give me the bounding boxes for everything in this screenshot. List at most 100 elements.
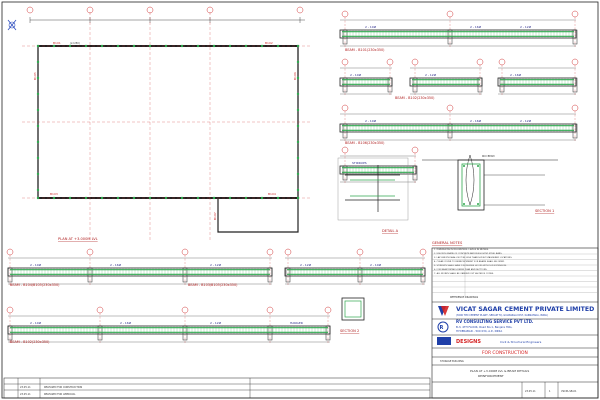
grid-marker [341,104,349,112]
client-logo-icon [438,306,449,316]
column-marker [228,196,232,200]
status-label: FOR CONSTRUCTION [482,350,528,356]
section-1: RCC BEAM SECTION 1 [422,154,558,213]
beam-b1-title: BEAM - B101(230x350) [345,48,385,52]
revision-date-2: 23.05.11 [20,393,31,396]
column-marker [228,44,232,48]
column-marker [180,44,184,48]
column-marker [52,196,56,200]
detail-a: DETAIL A [337,157,409,233]
beam-label-b105: B105 [33,72,37,80]
svg-text:R: R [440,325,444,331]
column-marker [148,44,152,48]
beam-elevation: 2 - 16Ø [497,58,579,96]
bar-label: 2 - 12Ø [425,72,437,77]
column-marker [296,172,300,176]
grid-marker [181,248,189,256]
note-line: 5. STIRRUPS SHALL HAVE 135 DEGREE HOOKS … [434,264,507,267]
bar-label: STIRRUPS [352,161,367,165]
grid-marker [411,58,419,66]
grid-marker [266,306,274,314]
bar-label: 2 - 10Ø [365,24,377,29]
column-marker [84,44,88,48]
beam-outline [339,77,393,87]
sheet-number: 1 [549,390,551,393]
client-address: (3000 TPD CEMENT PLANT, SEDAM TQ, GULBAR… [456,314,548,317]
grid-marker [6,248,14,256]
consultant-address-2: HYDERABAD - 500 034, A.P., INDIA [456,329,502,333]
drawing-date: 23.05.11 [525,390,536,393]
bar-label: HANGER [290,321,303,325]
column-marker [116,196,120,200]
column-marker [196,44,200,48]
column-marker [100,44,104,48]
section-2-title: SECTION 2 [340,329,359,333]
note-line: 4. CLEAR COVER TO REINFORCEMENT FOR BEAM… [434,260,505,263]
column-marker [36,76,40,80]
beam-details-right: 2 - 10Ø 2 - 16Ø 2 - 12Ø 2 - 10Ø 2 - 12Ø 2 - 1… [339,10,579,184]
column-marker [36,188,40,192]
project-name: STORAGE BUILDING [440,360,464,363]
north-arrow-icon [7,19,17,31]
column-marker [296,76,300,80]
grid-marker [341,58,349,66]
column-marker [196,196,200,200]
grid-marker [419,248,427,256]
grid-marker [341,10,349,18]
column-marker [100,196,104,200]
column-marker [296,92,300,96]
beam-elevation: 2 - 10Ø 2 - 16Ø 2 - 12Ø [339,10,579,48]
grid-marker [96,306,104,314]
column-marker [276,44,280,48]
bar-label: 2 - 16Ø [470,24,482,29]
beam-outline [339,123,577,133]
column-marker [276,196,280,200]
column-marker [296,156,300,160]
grid-marker [296,6,304,14]
design-firm-sub: Civil & Structural Engineers [500,340,542,344]
column-marker [68,196,72,200]
consultant-logo-icon: R [437,321,449,333]
beam-size-note: (L=250) [70,42,80,45]
beam-outline [284,267,426,277]
bar-label: 2 - 12Ø [210,262,222,267]
column-marker [84,196,88,200]
bar-label: 2 - 12Ø [210,320,222,325]
beam-outline [339,29,577,39]
bar-label: 2 - 16Ø [110,262,122,267]
grid-marker [386,58,394,66]
plan-title: PLAN AT +3.000M LVL [58,237,98,241]
column-marker [296,188,300,192]
revision-desc-1: RELEASED FOR CONSTRUCTION [44,386,82,389]
grid-marker [571,104,579,112]
column-marker [116,44,120,48]
column-marker [296,60,300,64]
beam-label-b104: B104 [268,192,276,196]
beam-label-b102: B102 [265,41,273,45]
grid-marker [266,248,274,256]
bar-label: 2 - 16Ø [470,118,482,123]
drawing-subtitle: REINFORCEMENT [478,374,504,378]
reference-heading: REFERENCE DRAWINGS [450,296,479,299]
column-marker [212,196,216,200]
bar-label: 2 - 12Ø [520,24,532,29]
beam-elevation: 2 - 10Ø [339,58,394,96]
bar-label: 2 - 16Ø [510,72,522,77]
bar-label: 2 - 10Ø [370,262,382,267]
grid-marker [6,306,14,314]
beam-outline [497,77,577,87]
notes-heading: GENERAL NOTES [432,241,463,245]
revision-desc-2: RELEASED FOR APPROVAL [44,393,76,396]
beam-b6-title: BEAM - B102(230x350) [10,340,50,344]
column-marker [180,196,184,200]
consultant-name: RV CONSULTING SERVICE PVT LTD. [456,319,534,324]
client-name: VICAT SAGAR CEMENT PRIVATE LIMITED [456,306,594,313]
beam-label-b101: B101 [53,41,61,45]
column-marker [244,44,248,48]
grid-marker [284,248,292,256]
column-marker [244,196,248,200]
beam-elevation: STIRRUPS [339,146,419,184]
